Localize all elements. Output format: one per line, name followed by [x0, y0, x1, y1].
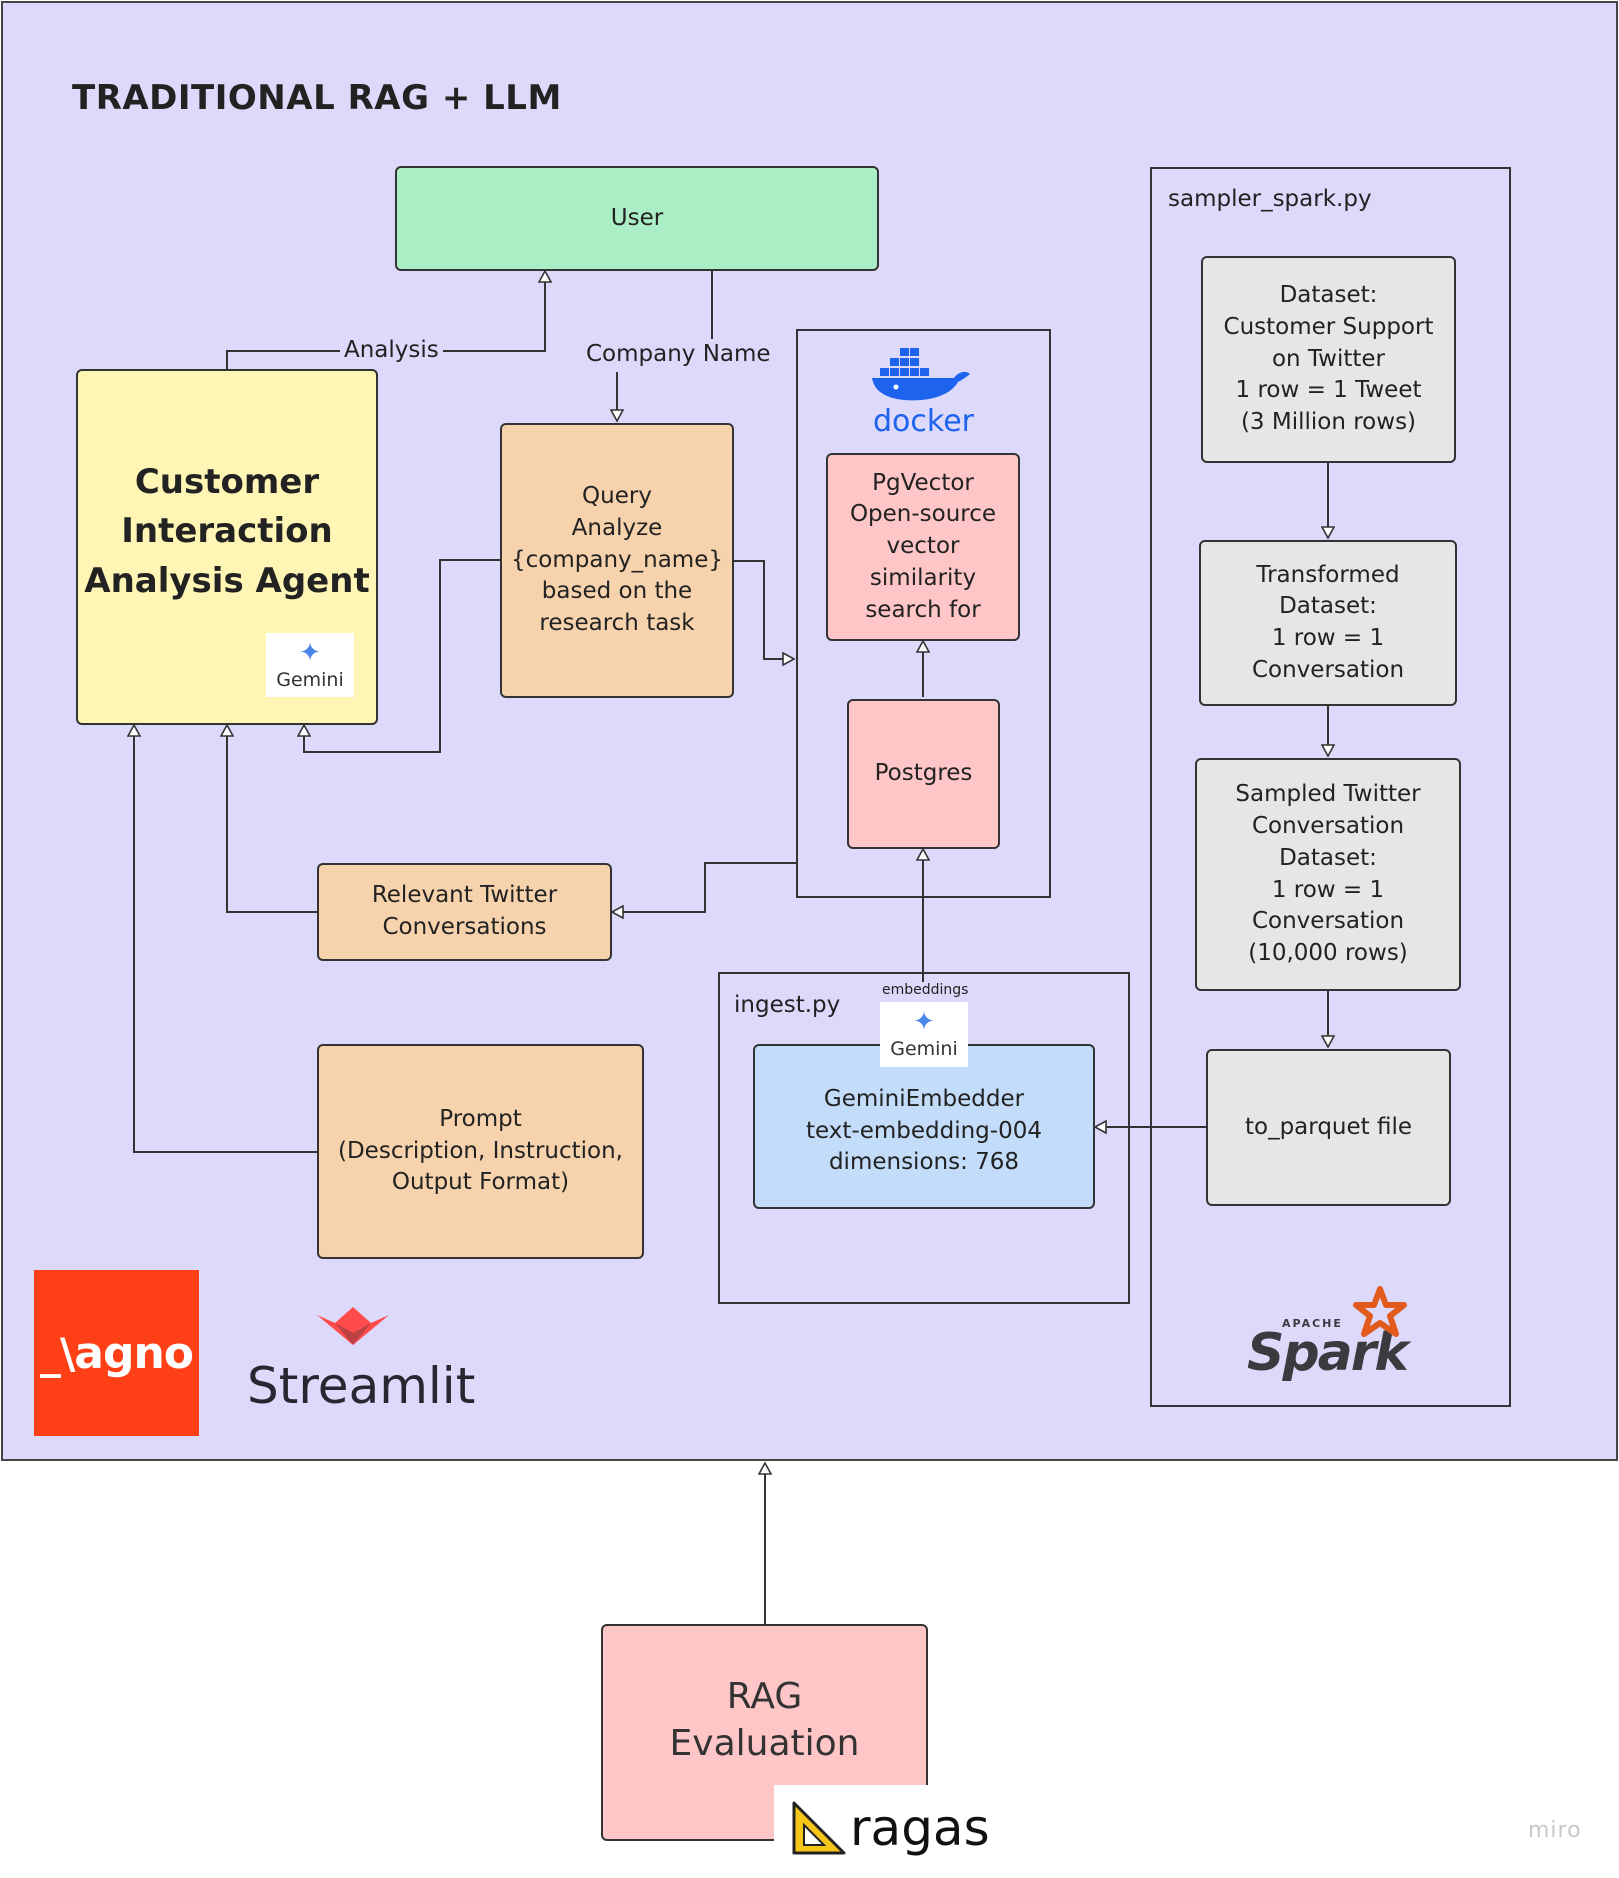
dataset-node-label: Dataset: Customer Support on Twitter 1 r… [1223, 282, 1434, 436]
diagram-title: TRADITIONAL RAG + LLM [72, 78, 562, 118]
ingest-label: ingest.py [734, 992, 841, 1018]
gemini-logo-agent: ✦ Gemini [266, 633, 354, 697]
agno-wordmark: agno [74, 1327, 194, 1379]
edge-label-analysis: Analysis [340, 337, 443, 363]
streamlit-logo: Streamlit [245, 1305, 475, 1425]
docker-whale-icon [872, 348, 970, 401]
transformed-dataset-label: Transformed Dataset: 1 row = 1 Conversat… [1251, 561, 1405, 683]
edge-query-to-docker [734, 560, 794, 659]
streamlit-crown-icon [317, 1307, 389, 1345]
gemini-wordmark: Gemini [276, 668, 344, 691]
pgvector-node-label: PgVector Open-source vector similarity s… [849, 469, 997, 623]
docker-wordmark: docker [873, 404, 974, 439]
gemini-sparkle-icon: ✦ [299, 637, 321, 668]
apache-spark-logo: APACHE Spark [1245, 1285, 1425, 1385]
gemini-logo-embedder: ✦ Gemini [880, 1002, 968, 1067]
pgvector-node: PgVector Open-source vector similarity s… [826, 453, 1020, 641]
query-node: Query Analyze {company_name} based on th… [500, 423, 734, 698]
sampler-spark-label: sampler_spark.py [1168, 186, 1372, 212]
agno-logo: _\agno [34, 1270, 199, 1436]
miro-watermark: miro [1528, 1818, 1582, 1843]
gemini-embedder-label: GeminiEmbedder text-embedding-004 dimens… [806, 1085, 1042, 1176]
user-node: User [395, 166, 879, 271]
transformed-dataset-node: Transformed Dataset: 1 row = 1 Conversat… [1199, 540, 1457, 706]
ragas-wordmark: ragas [850, 1798, 990, 1857]
agent-node: Customer Interaction Analysis Agent [76, 369, 378, 725]
edge-label-embeddings: embeddings [882, 982, 969, 998]
edge-query-to-agent [304, 559, 500, 753]
sampled-dataset-node: Sampled Twitter Conversation Dataset: 1 … [1195, 758, 1461, 991]
query-node-label: Query Analyze {company_name} based on th… [511, 483, 723, 637]
user-node-label: User [610, 204, 664, 231]
gemini-wordmark: Gemini [890, 1038, 958, 1060]
to-parquet-node: to_parquet file [1206, 1049, 1451, 1206]
to-parquet-label: to_parquet file [1244, 1113, 1413, 1140]
agent-node-label: Customer Interaction Analysis Agent [84, 462, 370, 601]
streamlit-wordmark: Streamlit [247, 1357, 476, 1415]
apache-wordmark: APACHE [1282, 1317, 1343, 1330]
ragas-set-square-icon [792, 1801, 846, 1854]
edge-relevant-to-agent [227, 725, 317, 913]
rag-evaluation-label: RAG Evaluation [669, 1675, 860, 1764]
relevant-conversations-node: Relevant Twitter Conversations [317, 863, 612, 961]
prompt-node: Prompt (Description, Instruction, Output… [317, 1044, 644, 1259]
postgres-node-label: Postgres [874, 760, 973, 787]
dataset-node: Dataset: Customer Support on Twitter 1 r… [1201, 256, 1456, 463]
edge-docker-to-relevant [612, 862, 796, 912]
edge-prompt-to-agent [134, 725, 317, 1153]
postgres-node: Postgres [847, 699, 1000, 849]
relevant-conversations-label: Relevant Twitter Conversations [371, 882, 558, 940]
gemini-embedder-node: GeminiEmbedder text-embedding-004 dimens… [753, 1044, 1095, 1209]
sampled-dataset-label: Sampled Twitter Conversation Dataset: 1 … [1235, 781, 1421, 966]
sampler-spark-container [1150, 167, 1511, 1407]
spark-wordmark: Spark [1247, 1323, 1409, 1383]
spark-star-icon [1353, 1286, 1407, 1337]
agno-mark-icon: _\ [39, 1328, 75, 1378]
ragas-logo: ragas [774, 1785, 992, 1870]
edge-label-company-name: Company Name [582, 341, 775, 367]
prompt-node-label: Prompt (Description, Instruction, Output… [338, 1105, 623, 1196]
docker-logo: docker [866, 342, 981, 439]
gemini-sparkle-icon: ✦ [913, 1007, 935, 1037]
